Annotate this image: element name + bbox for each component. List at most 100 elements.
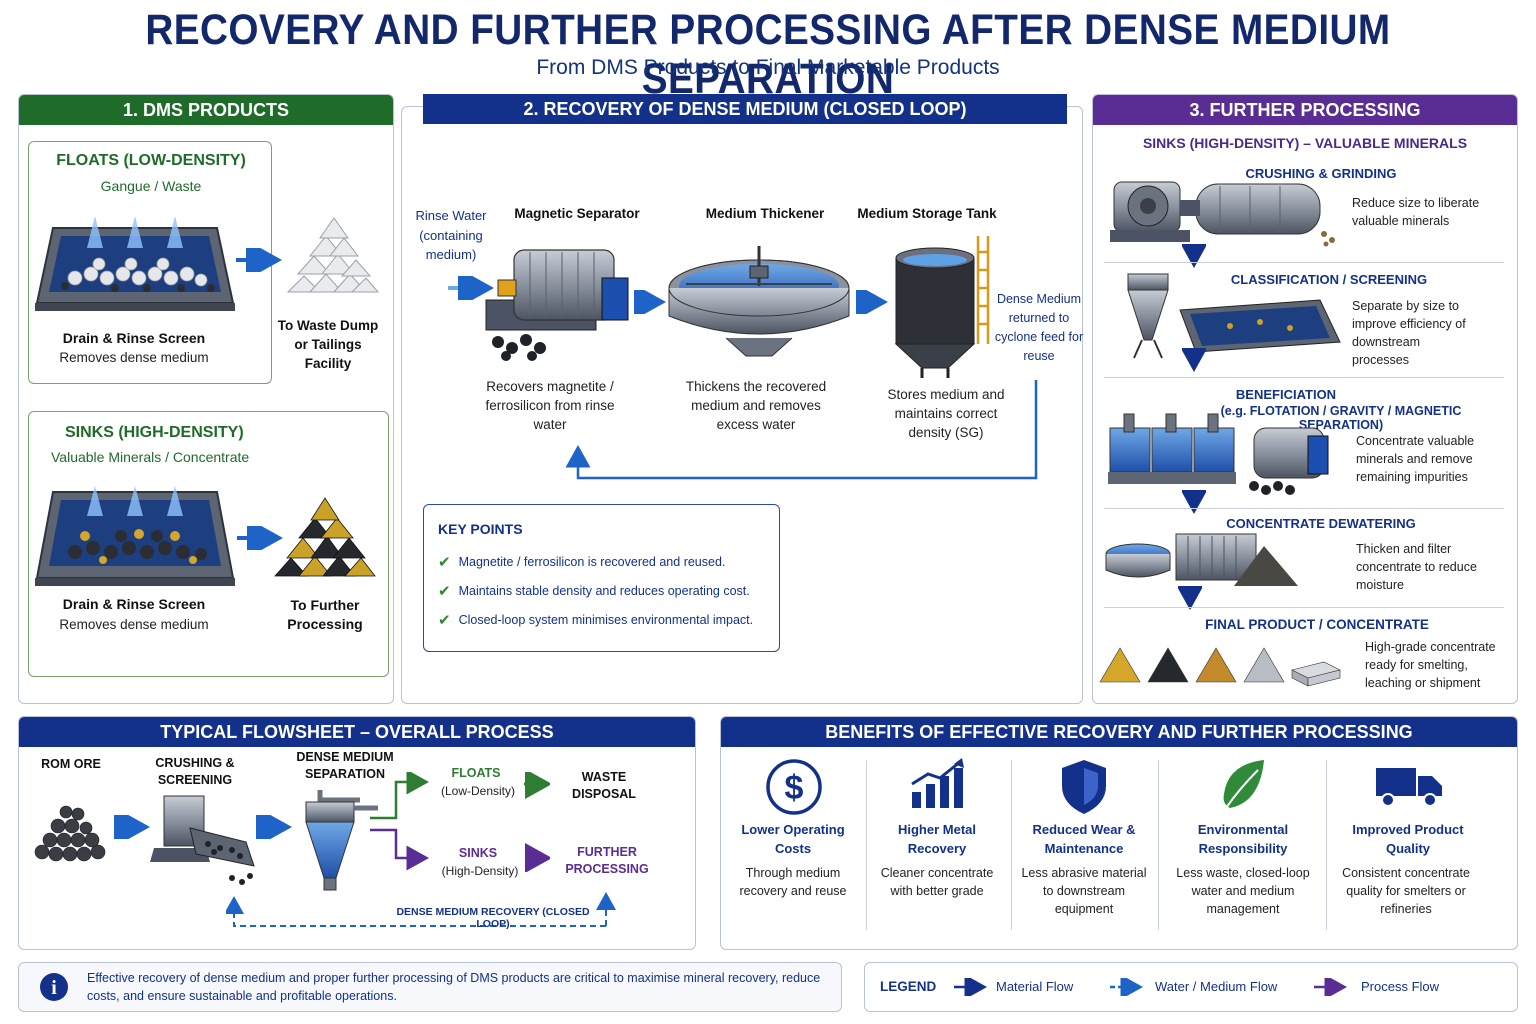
flow-dense-medium-separation: DENSE MEDIUM SEPARATION <box>296 750 394 781</box>
final-product-piles-icon <box>1099 647 1341 687</box>
process-arrow-down <box>1182 348 1206 372</box>
floats-destination: To Waste Dump or Tailings Facility <box>277 318 379 371</box>
benefit-title: Reduced Wear & Maintenance <box>1032 822 1136 856</box>
sinks-rinse-screen-icon <box>35 486 235 586</box>
sinks-screen-desc: Removes dense medium <box>59 617 209 632</box>
page-title: RECOVERY AND FURTHER PROCESSING AFTER DE… <box>145 6 1391 103</box>
flowsheet-header: TYPICAL FLOWSHEET – OVERALL PROCESS <box>19 717 695 747</box>
step-desc-concentrate-dewatering: Thicken and filter concentrate to reduce… <box>1356 542 1477 592</box>
check-icon: ✔ <box>438 554 451 571</box>
rinse-water-arrow <box>448 276 494 300</box>
key-point-item: ✔Magnetite / ferrosilicon is recovered a… <box>438 554 726 571</box>
legend-water-arrow <box>1110 978 1143 996</box>
floats-screen-desc: Removes dense medium <box>59 350 209 365</box>
divider <box>1104 607 1504 608</box>
floats-subtitle: Gangue / Waste <box>100 178 202 194</box>
benefit-desc: Cleaner concentrate with better grade <box>880 866 994 898</box>
key-points-title: KEY POINTS <box>438 521 523 537</box>
beneficiation-icon <box>1108 413 1329 495</box>
page-subtitle: From DMS Products to Final Marketable Pr… <box>536 56 1000 79</box>
benefit-title: Lower Operating Costs <box>741 822 845 856</box>
floats-arrow <box>236 248 282 272</box>
sinks-screen-label: Drain & Rinse Screen <box>62 596 206 612</box>
flow-sinks: SINKS <box>458 846 498 860</box>
flow-further-processing: FURTHER PROCESSING <box>565 845 649 876</box>
legend-material-flow: Material Flow <box>996 979 1074 994</box>
sinks-title: SINKS (HIGH-DENSITY) <box>65 424 244 441</box>
divider <box>1104 377 1504 378</box>
legend-process-flow: Process Flow <box>1361 979 1440 994</box>
benefit-desc: Less abrasive material to downstream equ… <box>1021 866 1147 916</box>
step-title-final-product: FINAL PRODUCT / CONCENTRATE <box>1205 617 1429 632</box>
leaf-icon <box>1223 760 1264 809</box>
flow-split-lines <box>370 772 550 872</box>
flow-dense-medium-loop <box>226 892 616 927</box>
sinks-box: SINKS (HIGH-DENSITY) Valuable Minerals /… <box>28 411 389 677</box>
divider <box>1104 508 1504 509</box>
legend-process-arrow <box>1314 978 1347 996</box>
key-points-box: KEY POINTS ✔Magnetite / ferrosilicon is … <box>423 504 780 652</box>
check-icon: ✔ <box>438 583 451 600</box>
step-name-medium-storage-tank: Medium Storage Tank <box>857 206 997 221</box>
medium-thickener-icon <box>668 246 850 357</box>
thickener-to-tank-arrow <box>856 290 888 314</box>
info-bar <box>18 962 842 1012</box>
flow-waste-disposal: WASTE DISPOSAL <box>572 770 636 801</box>
step-desc-crushing-grinding: Reduce size to liberate valuable mineral… <box>1352 196 1480 228</box>
legend-title: LEGEND <box>880 979 937 994</box>
legend-water-flow: Water / Medium Flow <box>1155 979 1278 994</box>
key-point-item: ✔Closed-loop system minimises environmen… <box>438 612 754 629</box>
floats-title: FLOATS (LOW-DENSITY) <box>56 152 246 169</box>
step-title-beneficiation: BENEFICIATION <box>1235 387 1337 402</box>
flow-arrow-rom-to-crush <box>114 815 150 839</box>
separator-to-thickener-arrow <box>634 290 666 314</box>
svg-text:i: i <box>51 977 57 999</box>
dms-cyclone-icon <box>305 790 378 891</box>
rom-ore-pile-icon <box>34 805 106 862</box>
step-desc-magnetic-separator: Recovers magnetite / ferrosilicon from r… <box>485 379 615 432</box>
benefit-desc: Through medium recovery and reuse <box>739 866 847 898</box>
concentrate-pile-icon <box>274 497 376 577</box>
step-title-crushing-grinding: CRUSHING & GRINDING <box>1245 166 1397 181</box>
divider <box>1158 760 1159 930</box>
crushing-screening-machine-icon <box>150 795 255 885</box>
benefit-title: Improved Product Quality <box>1352 822 1464 856</box>
divider <box>1326 760 1327 930</box>
divider <box>1011 760 1012 930</box>
process-arrow-down <box>1182 244 1206 268</box>
key-point-item: ✔Maintains stable density and reduces op… <box>438 583 750 600</box>
step-desc-final-product: High-grade concentrate ready for smeltin… <box>1365 640 1496 690</box>
section-2-header: 2. RECOVERY OF DENSE MEDIUM (CLOSED LOOP… <box>423 94 1067 124</box>
step-desc-beneficiation: Concentrate valuable minerals and remove… <box>1356 434 1475 484</box>
check-icon: ✔ <box>438 612 451 629</box>
concentrate-dewatering-icon <box>1105 533 1298 586</box>
step-desc-medium-storage-tank: Stores medium and maintains correct dens… <box>887 387 1005 440</box>
flow-rom-ore: ROM ORE <box>41 757 101 771</box>
benefit-title: Environmental Responsibility <box>1197 822 1289 856</box>
step-title-concentrate-dewatering: CONCENTRATE DEWATERING <box>1226 516 1416 531</box>
classification-screening-icon <box>1127 273 1341 359</box>
step-name-magnetic-separator: Magnetic Separator <box>514 206 640 221</box>
section-1-header: 1. DMS PRODUCTS <box>19 95 393 125</box>
flow-loop-label: DENSE MEDIUM RECOVERY (CLOSED LOOP) <box>396 906 590 930</box>
rinse-water-label: Rinse Water (containing medium) <box>415 208 487 262</box>
step-desc-classification-screening: Separate by size to improve efficiency o… <box>1352 299 1466 367</box>
step-title-classification-screening: CLASSIFICATION / SCREENING <box>1230 272 1428 287</box>
shield-icon <box>1062 760 1106 814</box>
info-icon: i <box>40 973 68 1001</box>
chart-icon <box>911 758 964 808</box>
step-note-beneficiation: (e.g. FLOTATION / GRAVITY / MAGNETIC SEP… <box>1220 404 1462 432</box>
process-arrow-down <box>1178 586 1202 610</box>
divider <box>866 760 867 930</box>
flow-floats: FLOATS <box>451 766 501 780</box>
divider <box>1104 262 1504 263</box>
section-3-header: 3. FURTHER PROCESSING <box>1093 95 1517 125</box>
closed-loop-return-line <box>565 380 1038 480</box>
truck-icon <box>1376 768 1442 807</box>
benefit-title: Higher Metal Recovery <box>897 822 976 856</box>
waste-rock-pile-icon <box>286 217 380 293</box>
benefit-desc: Consistent concentrate quality for smelt… <box>1342 866 1470 916</box>
sinks-subtitle: Valuable Minerals / Concentrate <box>51 449 250 465</box>
process-arrow-down <box>1182 490 1206 514</box>
info-text: Effective recovery of dense medium and p… <box>87 971 821 1003</box>
